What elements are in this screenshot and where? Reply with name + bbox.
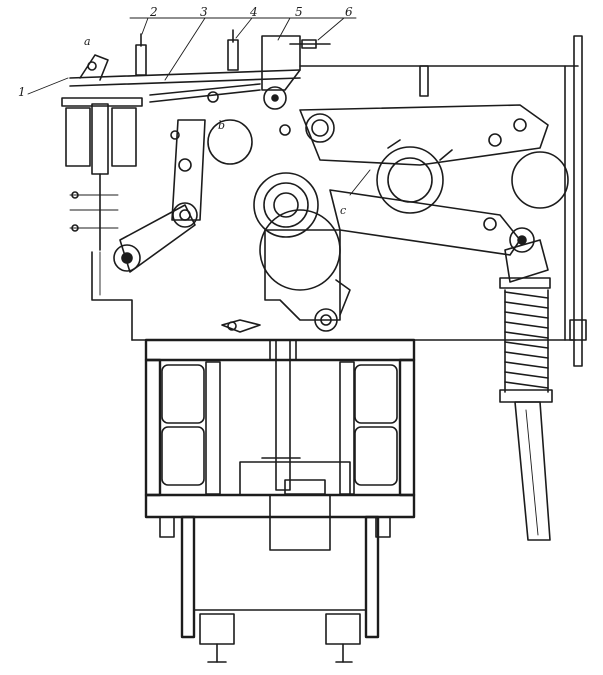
callout-label-3: 3 xyxy=(200,5,208,19)
main-electromagnet xyxy=(144,338,416,551)
central-cam-group xyxy=(207,119,341,321)
leader-lines xyxy=(27,17,357,95)
right-spring-assembly xyxy=(499,239,553,541)
left-link-arm xyxy=(113,119,206,273)
upper-lever-plate xyxy=(299,104,549,166)
bottom-bracket xyxy=(180,515,380,663)
callout-label-4: 4 xyxy=(250,5,258,19)
callout-label-5: 5 xyxy=(295,5,303,19)
inline-mark-a: a xyxy=(84,35,91,48)
inline-mark-c: c xyxy=(340,204,347,217)
large-right-cam xyxy=(329,139,569,256)
right-vertical-bar xyxy=(569,35,587,367)
callout-label-6: 6 xyxy=(345,5,353,19)
left-small-electromagnet xyxy=(61,97,143,251)
callout-label-2: 2 xyxy=(150,5,158,19)
trigger-latch xyxy=(221,279,351,333)
inline-mark-b: b xyxy=(218,119,226,132)
callout-label-1: 1 xyxy=(18,85,26,99)
top-lever-assembly xyxy=(69,29,331,110)
